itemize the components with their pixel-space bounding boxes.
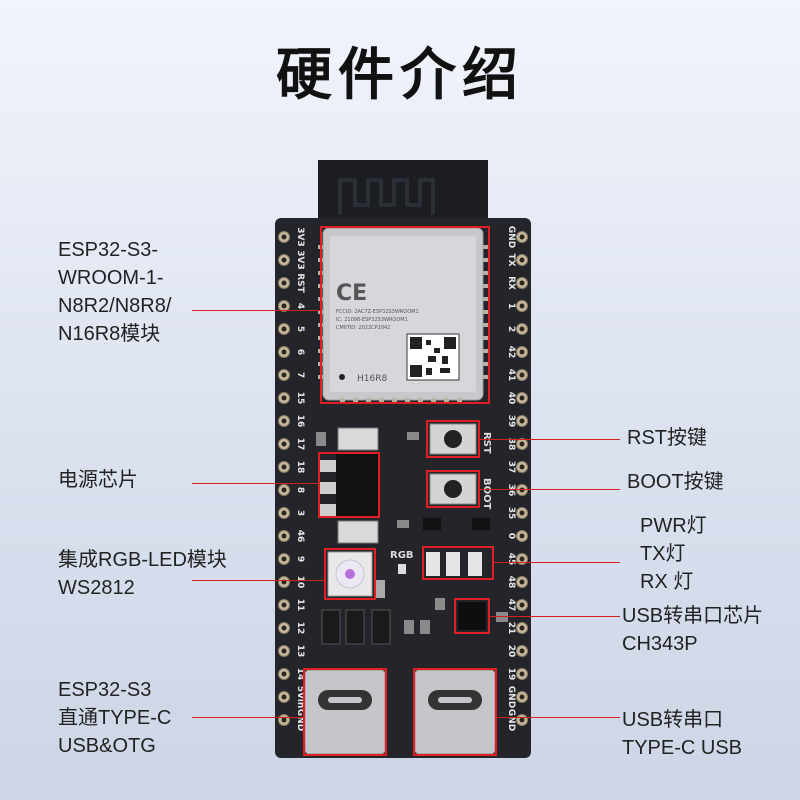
left-pin-label: 12 — [295, 622, 305, 635]
right-pin-label: 47 — [506, 599, 516, 612]
module-text-2: IC: 21098-ESP32S3WROOM1 — [336, 317, 408, 323]
left-pin-label: 7 — [295, 372, 305, 378]
ce-mark: CE — [336, 281, 367, 306]
left-pin-label: 11 — [295, 599, 305, 612]
left-pin-label: 9 — [295, 556, 305, 562]
left-pin-label: 46 — [295, 530, 305, 543]
left-pin-label: 3V3 — [295, 250, 305, 270]
usb-serial-typec-label: USB转串口 TYPE-C USB — [622, 709, 743, 759]
left-pin-label: RST — [295, 273, 305, 293]
power-chip-leader — [192, 483, 318, 484]
right-pin-label: GND — [506, 709, 516, 731]
rgb-led-leader — [192, 580, 324, 581]
left-pin-label: GND — [295, 709, 305, 731]
typec-otg-highlight — [303, 668, 387, 756]
right-pin-label: 41 — [506, 369, 516, 382]
rst-label: RST按键 — [627, 427, 707, 449]
boot-silk: BOOT — [481, 478, 492, 510]
right-pin-label: 21 — [506, 622, 516, 635]
capacitor-top — [337, 427, 379, 451]
right-pin-label: TX — [506, 253, 516, 266]
module-label: ESP32-S3- WROOM-1- N8R2/N8R8/ N16R8模块 — [58, 239, 172, 345]
right-pin-label: 38 — [506, 438, 516, 451]
power-regulator-chip — [336, 452, 378, 516]
left-pin-label: 4 — [295, 303, 305, 309]
module-text-3: CMIITID: 2022CP2042 — [336, 325, 390, 331]
right-pin-label: 0 — [506, 533, 516, 539]
rst-silk: RST — [481, 432, 492, 454]
right-pin-label: 42 — [506, 346, 516, 359]
module-leader — [192, 310, 320, 311]
left-pin-label: 6 — [295, 349, 305, 355]
module-text-1: FCCID: 2AC7Z-ESP32S3WROOM1 — [336, 309, 419, 315]
typec-otg-leader — [192, 717, 304, 718]
boot-leader — [480, 489, 620, 490]
rgb-silk: RGB — [390, 550, 414, 561]
rgb-led-highlight — [324, 548, 376, 600]
leds-highlight — [422, 546, 494, 580]
typec-serial-highlight — [413, 668, 497, 756]
right-pin-label: 37 — [506, 461, 516, 474]
left-pin-label: 15 — [295, 392, 305, 405]
left-pin-label: 8 — [295, 487, 305, 493]
page-title: 硬件介绍 — [276, 43, 524, 108]
right-pin-label: 48 — [506, 576, 516, 589]
right-pin-label: GND — [506, 226, 516, 248]
left-pin-label: 18 — [295, 461, 305, 474]
left-pin-label: 17 — [295, 438, 305, 451]
right-pin-label: 35 — [506, 507, 516, 520]
left-pin-label: 5 — [295, 326, 305, 332]
right-pin-label: 36 — [506, 484, 516, 497]
module-highlight — [320, 226, 490, 404]
rst-leader — [480, 439, 620, 440]
power-chip-highlight — [318, 452, 380, 518]
left-pin-label: 16 — [295, 415, 305, 428]
right-pin-label: RX — [506, 276, 516, 290]
right-pin-label: 1 — [506, 303, 516, 309]
left-pin-label: 13 — [295, 645, 305, 658]
module-variant: H16R8 — [357, 374, 387, 384]
right-pin-label: GND — [506, 686, 516, 708]
right-pin-label: 19 — [506, 668, 516, 681]
rst-button-highlight — [426, 420, 480, 458]
left-pin-label: 3 — [295, 510, 305, 516]
left-pin-label: 10 — [295, 576, 305, 589]
left-pin-label: 14 — [295, 668, 305, 681]
typec-serial-leader — [497, 717, 620, 718]
leds-leader — [494, 562, 620, 563]
right-pin-label: 20 — [506, 645, 516, 658]
right-pin-label: 39 — [506, 415, 516, 428]
leds-label: PWR灯 TX灯 RX 灯 — [640, 515, 707, 593]
usb-serial-chip-label: USB转串口芯片 CH343P — [622, 605, 764, 655]
left-pin-label: 3V3 — [295, 227, 305, 247]
power-chip-label: 电源芯片 — [58, 469, 138, 491]
ch343p-leader — [490, 616, 620, 617]
right-pin-label: 2 — [506, 326, 516, 332]
right-pin-label: 45 — [506, 553, 516, 566]
boot-label: BOOT按键 — [627, 471, 724, 493]
capacitor-bottom — [337, 520, 379, 544]
ch343p-chip — [458, 602, 486, 630]
left-pin-label: 5Vin — [295, 686, 305, 709]
ch343p-highlight — [454, 598, 490, 634]
typec-otg-label: ESP32-S3 直通TYPE-C USB&OTG — [58, 679, 172, 757]
right-pin-label: 40 — [506, 392, 516, 405]
rgb-led-label: 集成RGB-LED模块 WS2812 — [58, 549, 227, 599]
boot-button-highlight — [426, 470, 480, 508]
